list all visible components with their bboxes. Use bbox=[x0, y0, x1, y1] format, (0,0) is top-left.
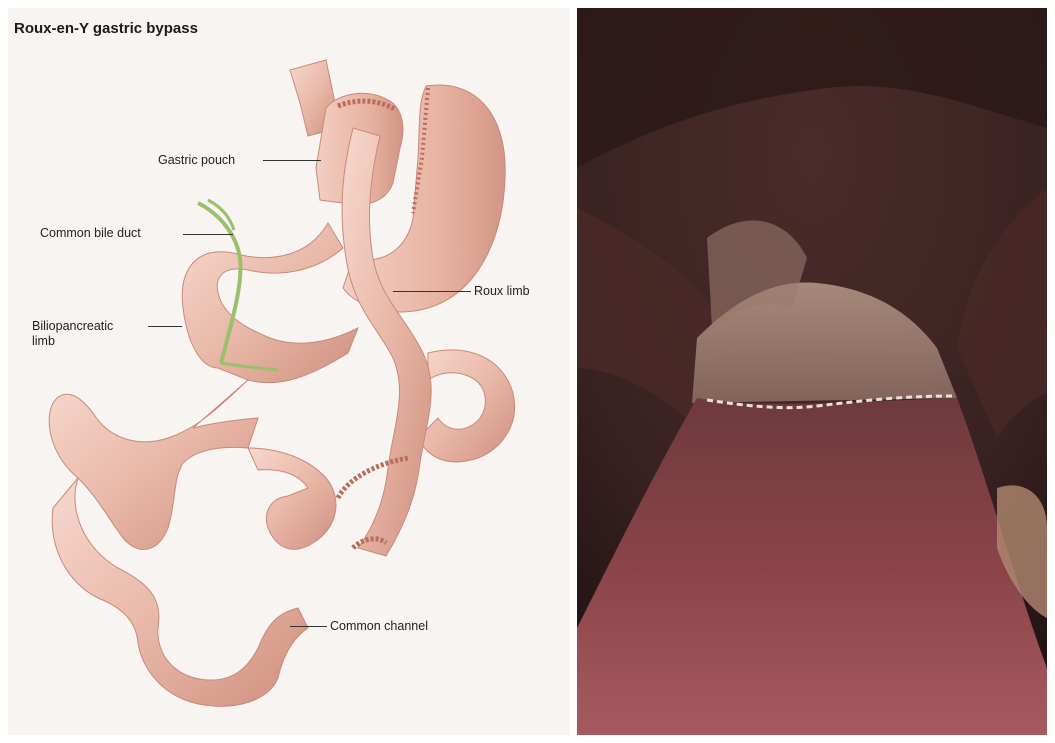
illustration-panel: Roux-en-Y gastric bypass bbox=[8, 8, 570, 735]
label-common-channel: Common channel bbox=[330, 619, 428, 633]
right-loop bbox=[418, 350, 515, 462]
label-biliopancreatic-limb-2: limb bbox=[32, 334, 55, 348]
jejunum-loop bbox=[248, 448, 336, 549]
label-biliopancreatic-limb-1: Biliopancreatic bbox=[32, 319, 113, 333]
duodenum bbox=[182, 223, 358, 383]
gastric-bypass-illustration bbox=[8, 8, 570, 735]
label-roux-limb: Roux limb bbox=[474, 284, 530, 298]
leader-common-channel bbox=[290, 626, 327, 627]
endoscopy-image bbox=[577, 8, 1047, 735]
endoscopy-photo-panel bbox=[577, 8, 1047, 735]
leader-biliopancreatic-limb bbox=[148, 326, 182, 327]
leader-gastric-pouch bbox=[263, 160, 321, 161]
label-common-bile-duct: Common bile duct bbox=[40, 226, 141, 240]
label-gastric-pouch: Gastric pouch bbox=[158, 153, 235, 167]
leader-common-bile-duct bbox=[183, 234, 233, 235]
leader-roux-limb bbox=[393, 291, 471, 292]
